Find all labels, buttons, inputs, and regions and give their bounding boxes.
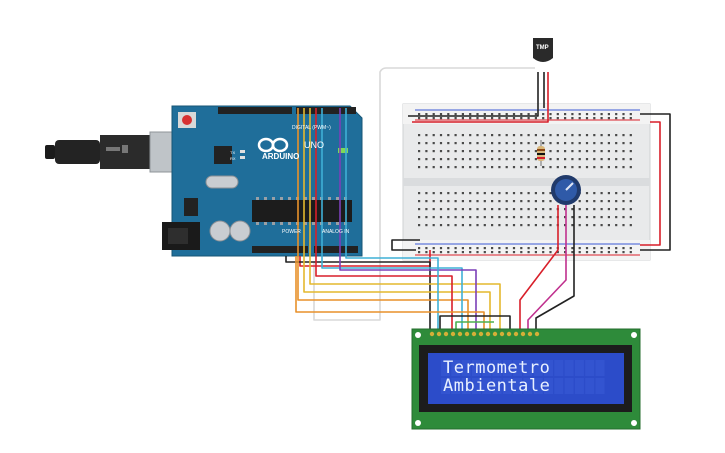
wire-rail-black-right [640, 113, 671, 251]
wire-sensor-vcc [412, 72, 549, 123]
usb-chip [214, 146, 232, 164]
wire-orange [297, 108, 469, 330]
lcd-character-cells [441, 360, 605, 394]
digital-header-left [218, 107, 292, 114]
wire-rail-red-right [640, 121, 661, 246]
power-header [252, 246, 308, 253]
arduino-power-label: POWER [282, 229, 301, 235]
wire-pot-gnd [535, 205, 575, 330]
wire-white-lower [313, 250, 381, 321]
wire-cyan-2 [345, 108, 439, 330]
lcd-pin-header [429, 331, 540, 337]
resistor[interactable] [537, 140, 545, 166]
wire-gnd-left [391, 239, 420, 251]
wires [285, 67, 671, 330]
rx-label: RX [230, 156, 236, 161]
lcd-line-2: Ambientale [443, 376, 551, 396]
arduino-model-label: UNO [304, 140, 324, 150]
wire-pot-wiper [527, 205, 567, 330]
wire-sensor-gnd [408, 72, 539, 117]
wire-white [379, 67, 535, 250]
wire-pot-red [519, 205, 559, 330]
arduino-digital-header-label: DIGITAL (PWM~) [292, 125, 331, 131]
crystal-oscillator [205, 175, 239, 189]
wire-red-data [315, 108, 453, 330]
power-led [338, 148, 348, 153]
breadboard[interactable] [402, 103, 651, 261]
wire-cyan [321, 108, 463, 330]
arduino-uno-board[interactable] [162, 105, 363, 257]
wire-yellow [303, 108, 491, 330]
wire-lcd-rw [439, 315, 511, 330]
wire-green [455, 321, 494, 330]
tx-led [240, 150, 245, 153]
digital-header-right [296, 107, 356, 114]
potentiometer[interactable] [551, 175, 581, 205]
wire-orange-2 [295, 256, 485, 330]
regulator-chip [184, 198, 198, 216]
arduino-logo-icon [257, 137, 289, 153]
temperature-sensor[interactable] [533, 38, 553, 62]
capacitor-1 [209, 220, 231, 242]
tx-label: TX [230, 150, 236, 155]
rx-led [240, 156, 245, 159]
sensor-label: TMP [536, 45, 549, 51]
capacitor-2 [229, 220, 251, 242]
reset-button-cap[interactable] [182, 115, 192, 125]
lcd-module[interactable] [411, 328, 641, 430]
lcd-line-1: Termometro [443, 358, 551, 378]
arduino-analog-label: ANALOG IN [322, 229, 350, 235]
atmega-chip [252, 200, 352, 222]
wire-gnd-lcd [285, 256, 431, 330]
wire-yellow-2 [309, 108, 501, 330]
arduino-brand-label: ARDUINO [262, 152, 300, 161]
wire-purple [339, 108, 477, 330]
analog-header [314, 246, 358, 253]
